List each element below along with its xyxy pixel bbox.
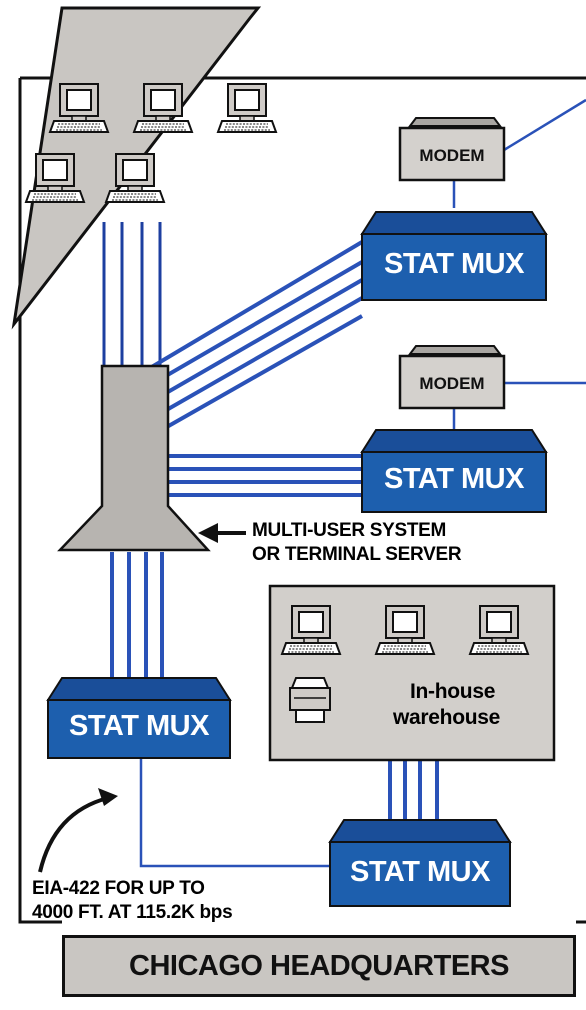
headquarters-title-box: CHICAGO HEADQUARTERS [62, 935, 576, 997]
eia-label-line1: EIA-422 FOR UP TO [32, 878, 205, 900]
lower-left-mux-cables [112, 552, 162, 678]
eia-label-line2: 4000 FT. AT 115.2K bps [32, 902, 232, 924]
terminal-cables [104, 222, 160, 370]
arrow-icon [198, 523, 246, 543]
modem-label-2: MODEM [400, 374, 504, 394]
modem-phone-line-1 [504, 100, 586, 150]
stat-mux-label-middle: STAT MUX [362, 463, 546, 496]
warehouse-label-line2: warehouse [393, 706, 500, 730]
stat-mux-label-bottom: STAT MUX [330, 856, 510, 889]
printer-icon [290, 678, 330, 722]
headquarters-title: CHICAGO HEADQUARTERS [129, 950, 509, 983]
stat-mux-label-upper: STAT MUX [362, 248, 546, 281]
arrow-icon [40, 788, 118, 872]
eia-422-link [141, 758, 332, 866]
multi-user-system-label-line1: MULTI-USER SYSTEM [252, 520, 446, 542]
stat-mux-label-lower-left: STAT MUX [48, 710, 230, 743]
middle-mux-cables [168, 456, 362, 495]
upper-mux-cables [150, 242, 362, 432]
computer-terminal-icon [218, 84, 276, 132]
modem-label-1: MODEM [400, 146, 504, 166]
warehouse-cables [390, 760, 437, 820]
multi-user-system-label-line2: OR TERMINAL SERVER [252, 544, 461, 566]
warehouse-label-line1: In-house [410, 680, 495, 704]
